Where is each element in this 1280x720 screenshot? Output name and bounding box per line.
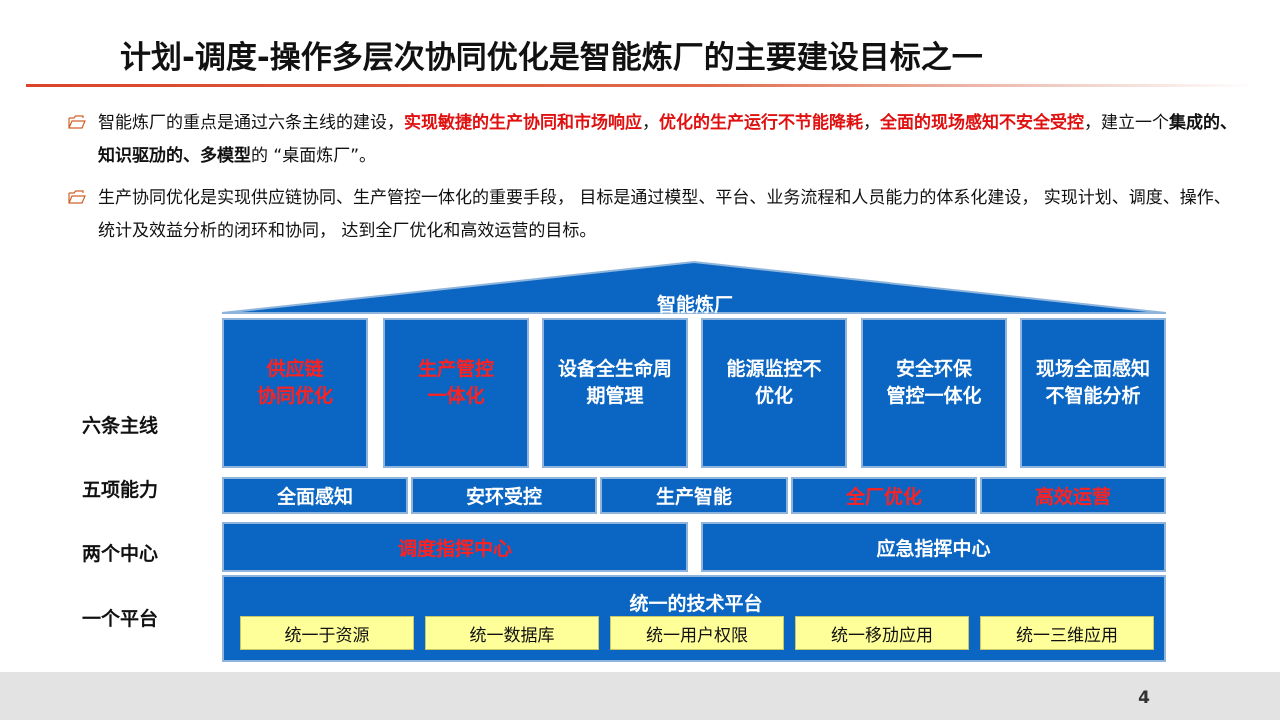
bullet-1-seg-6: 全面的现场感知不安全受控 xyxy=(880,113,1084,133)
bullet-1-seg-4: 优化的生产运行不节能降耗 xyxy=(659,113,863,133)
bullet-1-seg-8: 集成的、知识驱劢的、多模型 xyxy=(98,113,1237,166)
title-divider xyxy=(26,84,1254,87)
bullet-item-1: 智能炼厂的重点是通过六条主线的建设，实现敏捷的生产协同和市场响应，优化的生产运行… xyxy=(68,107,1238,173)
bullet-item-2: 生产协同优化是实现供应链协同、生产管控一体化的重要手段， 目标是通过模型、平台、… xyxy=(68,182,1238,248)
capability-production: 生产智能 xyxy=(600,477,788,514)
roof-label: 智能炼厂 xyxy=(656,294,733,316)
pillar-4-line-2: 优化 xyxy=(754,385,793,407)
bullet-text-1: 智能炼厂的重点是通过六条主线的建设，实现敏捷的生产协同和市场响应，优化的生产运行… xyxy=(68,107,1238,173)
pillar-field-sensing: 现场全面感知不智能分析 xyxy=(1020,318,1166,468)
dispatch-command-center: 调度指挥中心 xyxy=(222,522,688,572)
bullet-1-seg-3: ， xyxy=(642,113,659,133)
pillar-5-line-2: 管控一体化 xyxy=(886,385,982,407)
row-label-centers: 两个中心 xyxy=(82,543,159,565)
bullet-1-seg-5: ， xyxy=(863,113,880,133)
capability-safety: 安环受控 xyxy=(411,477,597,514)
platform-item-permissions: 统一用户权限 xyxy=(610,616,784,650)
emergency-command-center: 应急指挥中心 xyxy=(701,522,1166,572)
pillar-1-line-2: 协同优化 xyxy=(256,385,333,407)
pillar-3-line-2: 期管理 xyxy=(586,385,644,407)
platform-item-mobile: 统一移劢应用 xyxy=(795,616,969,650)
bullet-1-seg-2: 实现敏捷的生产协同和市场响应 xyxy=(404,113,642,133)
platform-item-database: 统一数据库 xyxy=(425,616,599,650)
folder-outline-icon xyxy=(68,190,86,204)
bullet-1-seg-7: ，建立一个 xyxy=(1084,113,1169,133)
platform-item-3d: 统一三维应用 xyxy=(980,616,1154,650)
capability-operation: 高效运营 xyxy=(980,477,1166,514)
pillar-2-line-2: 一体化 xyxy=(427,385,485,407)
capability-optimization: 全厂优化 xyxy=(791,477,977,514)
pillar-safety: 安全环保管控一体化 xyxy=(861,318,1007,468)
pillar-production-control: 生产管控一体化 xyxy=(383,318,529,468)
page-number: 4 xyxy=(1138,688,1150,708)
bullet-2-seg-1: 生产协同优化是实现供应链协同、生产管控一体化的重要手段， 目标是通过模型、平台、… xyxy=(98,188,1231,241)
pillar-6-line-2: 不智能分析 xyxy=(1045,385,1141,407)
pillar-2-line-1: 生产管控 xyxy=(417,358,494,380)
pillar-equipment-lifecycle: 设备全生命周期管理 xyxy=(542,318,688,468)
bullet-1-seg-9: 的 “桌面炼厂”。 xyxy=(251,146,377,166)
footer-band xyxy=(0,672,1280,720)
platform-item-resources: 统一于资源 xyxy=(240,616,414,650)
pillar-4-line-1: 能源监控不 xyxy=(726,358,822,380)
pillar-3-line-1: 设备全生命周 xyxy=(557,358,672,380)
platform-title: 统一的技术平台 xyxy=(629,593,763,615)
bullet-text-2: 生产协同优化是实现供应链协同、生产管控一体化的重要手段， 目标是通过模型、平台、… xyxy=(68,182,1238,248)
pillar-energy: 能源监控不优化 xyxy=(701,318,847,468)
row-label-capabilities: 五项能力 xyxy=(82,479,159,501)
capability-perception: 全面感知 xyxy=(222,477,408,514)
pillar-supply-chain: 供应链协同优化 xyxy=(222,318,368,468)
folder-outline-icon xyxy=(68,115,86,129)
bullet-1-seg-1: 智能炼厂的重点是通过六条主线的建设， xyxy=(98,113,404,133)
row-label-platform: 一个平台 xyxy=(82,608,159,630)
pillar-1-line-1: 供应链 xyxy=(266,358,324,380)
page-title: 计划-调度-操作多层次协同优化是智能炼厂的主要建设目标之一 xyxy=(120,40,983,76)
row-label-lines: 六条主线 xyxy=(82,415,159,437)
pillar-5-line-1: 安全环保 xyxy=(895,358,972,380)
pillar-6-line-1: 现场全面感知 xyxy=(1035,358,1150,380)
